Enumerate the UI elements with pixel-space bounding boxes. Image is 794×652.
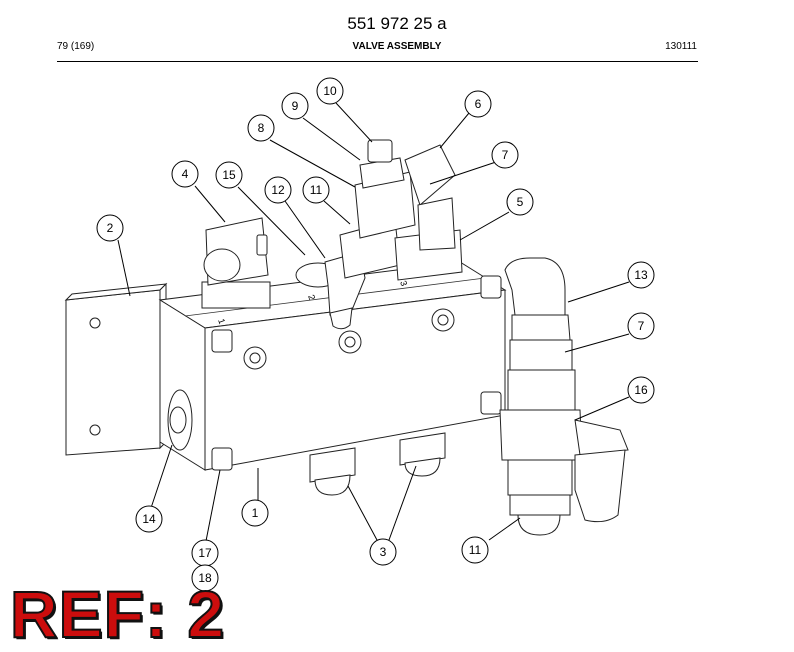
page-reference: 79 (169) <box>57 41 95 52</box>
balloon-3: 3 <box>369 538 397 566</box>
svg-text:12: 12 <box>271 183 285 197</box>
balloon-8: 8 <box>247 114 275 142</box>
balloon-5: 5 <box>506 188 534 216</box>
svg-text:10: 10 <box>323 84 337 98</box>
document-number: 551 972 25 a <box>347 14 447 33</box>
mounting-bracket <box>64 282 168 456</box>
balloon-18: 18 <box>191 564 219 592</box>
balloon-7-top: 7 <box>491 141 519 169</box>
balloon-6: 6 <box>464 90 492 118</box>
svg-text:9: 9 <box>292 99 299 113</box>
balloon-7-right: 7 <box>627 312 655 340</box>
fitting-left-top <box>201 217 271 309</box>
balloon-12: 12 <box>264 176 292 204</box>
balloon-17: 17 <box>191 539 219 567</box>
port-mark-1: 1 <box>216 317 227 325</box>
svg-text:6: 6 <box>475 97 482 111</box>
side-plug <box>167 389 193 451</box>
balloon-9: 9 <box>281 92 309 120</box>
svg-text:13: 13 <box>634 268 648 282</box>
svg-text:11: 11 <box>310 183 323 197</box>
balloon-16: 16 <box>627 376 655 404</box>
balloon-15: 15 <box>215 161 243 189</box>
balloon-10: 10 <box>316 77 344 105</box>
svg-text:7: 7 <box>638 319 645 333</box>
right-valve-assembly <box>499 257 629 536</box>
svg-text:7: 7 <box>502 148 509 162</box>
header-divider <box>57 61 698 62</box>
balloon-1: 1 <box>241 499 269 527</box>
date-code: 130111 <box>665 41 697 52</box>
face-plugs <box>243 308 455 370</box>
svg-text:17: 17 <box>198 546 212 560</box>
bolts <box>211 275 502 471</box>
port-mark-3: 3 <box>398 279 409 287</box>
svg-text:15: 15 <box>222 168 236 182</box>
leader-lines <box>117 102 630 542</box>
svg-text:14: 14 <box>142 512 156 526</box>
svg-text:5: 5 <box>517 195 524 209</box>
svg-text:8: 8 <box>258 121 265 135</box>
svg-text:11: 11 <box>469 543 482 557</box>
bottom-fittings <box>309 432 446 496</box>
balloon-4: 4 <box>171 160 199 188</box>
svg-text:2: 2 <box>107 221 114 235</box>
balloon-2: 2 <box>96 214 124 242</box>
balloon-13: 13 <box>627 261 655 289</box>
elbow-fitting-top <box>404 144 456 251</box>
ref-stamp: REF: 2 <box>9 576 226 652</box>
balloon-11-bottom: 11 <box>461 536 489 564</box>
svg-text:4: 4 <box>182 167 189 181</box>
balloon-11-top: 11 <box>302 176 330 204</box>
port-mark-2: 2 <box>306 293 317 301</box>
central-valve <box>339 139 463 281</box>
page-title: VALVE ASSEMBLY <box>352 41 442 52</box>
balloon-14: 14 <box>135 505 163 533</box>
svg-text:3: 3 <box>380 545 387 559</box>
svg-text:18: 18 <box>198 571 212 585</box>
svg-text:16: 16 <box>634 383 648 397</box>
svg-text:1: 1 <box>252 506 259 520</box>
